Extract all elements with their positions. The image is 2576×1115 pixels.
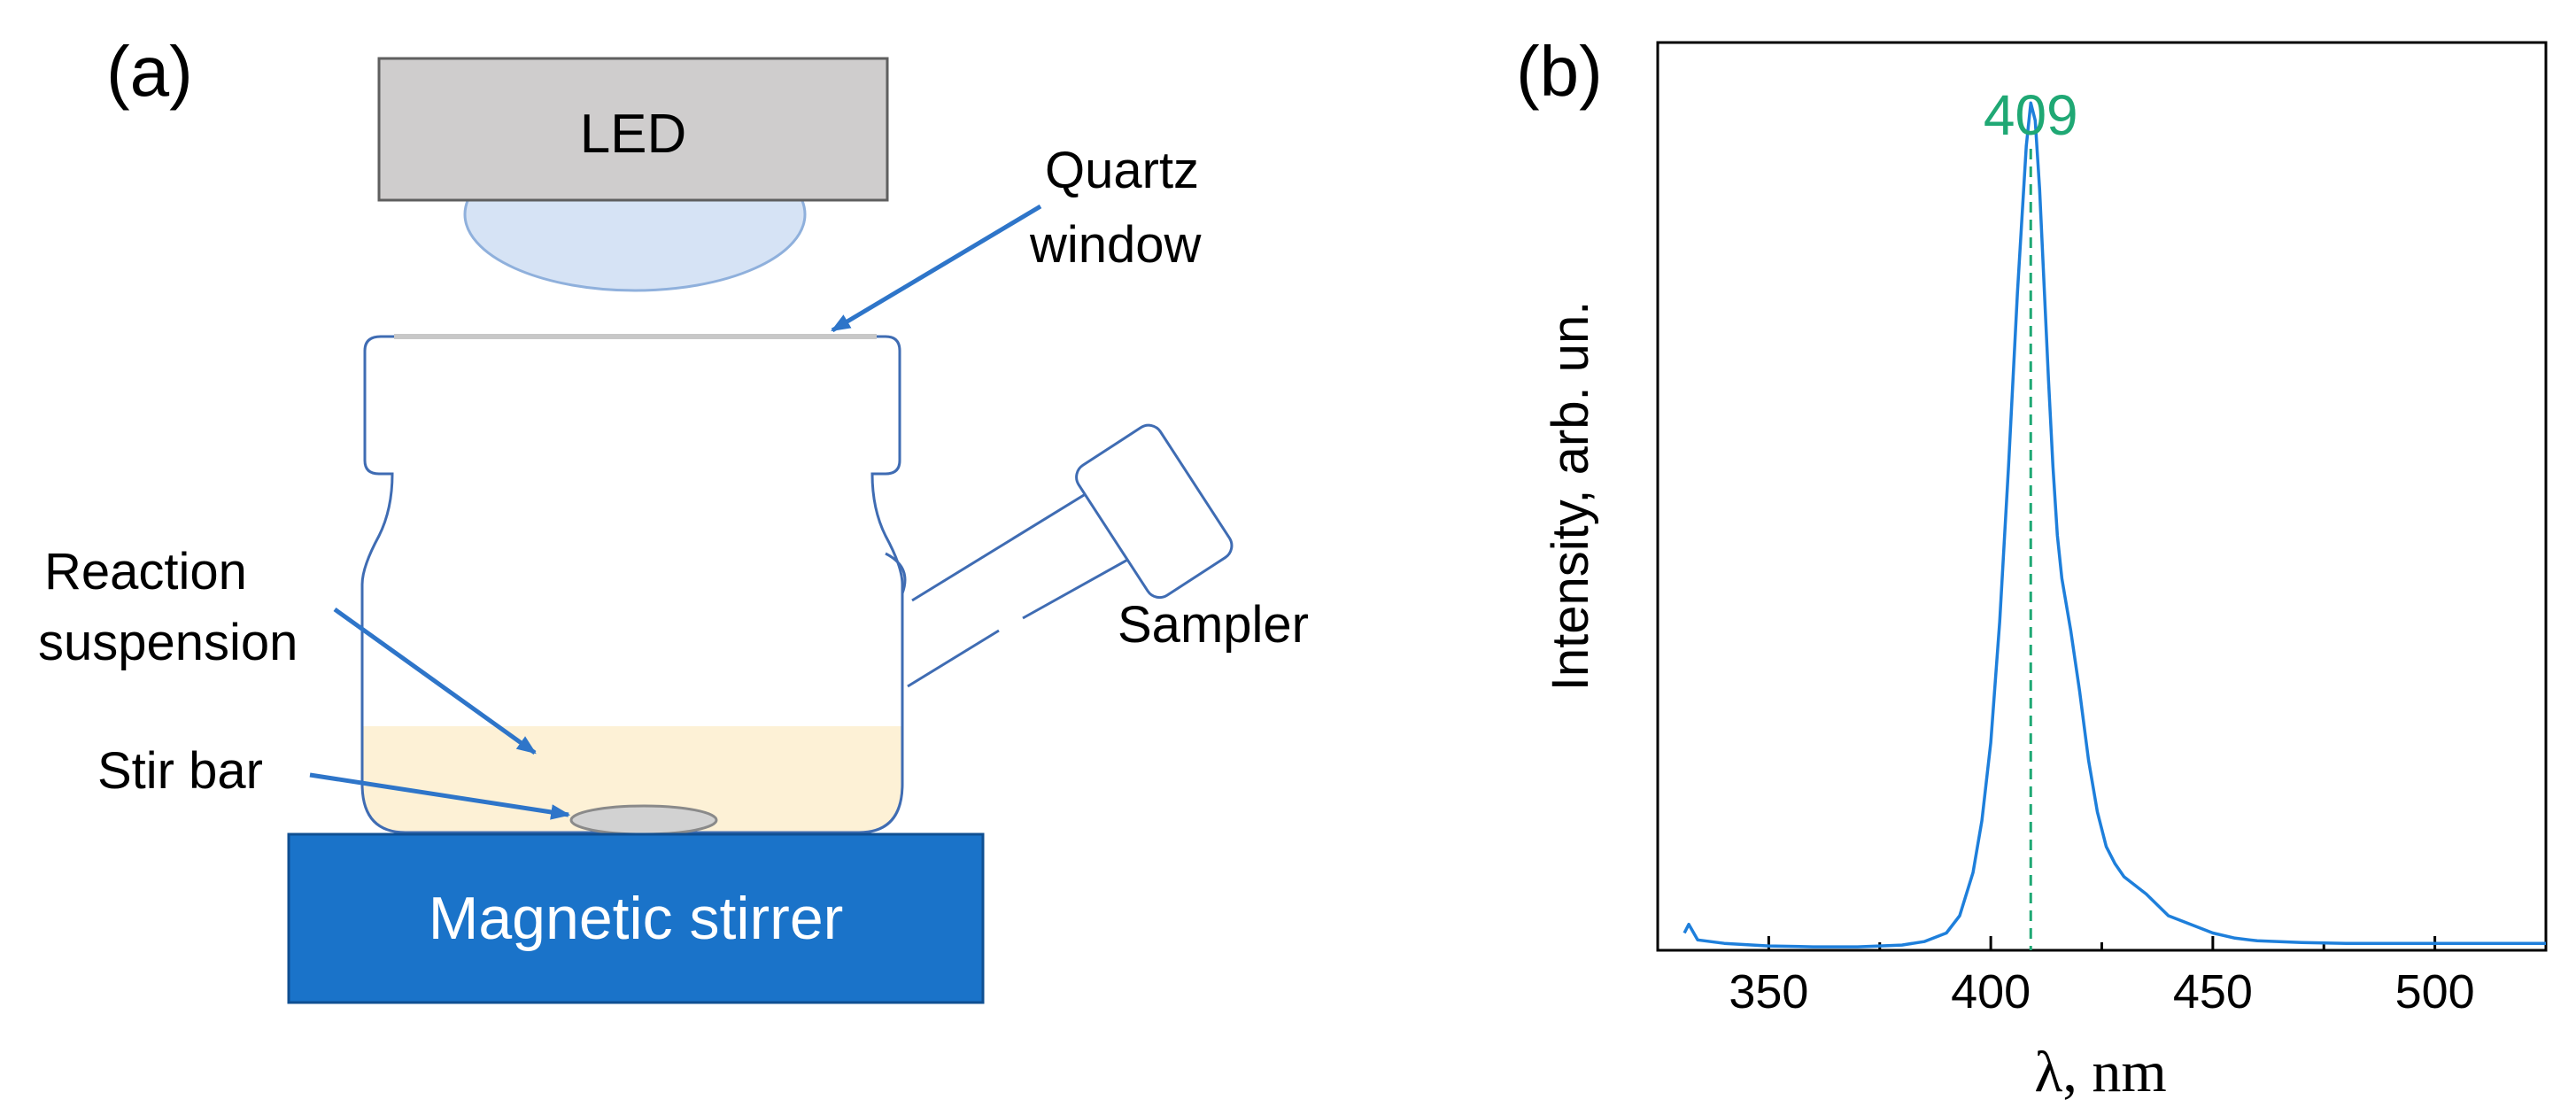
peak-label: 409 bbox=[1984, 83, 2078, 147]
spectrum-series-line bbox=[1683, 101, 2546, 949]
panel-a: (a) LED Magnetic stirrer Quartz window R… bbox=[38, 32, 1309, 1004]
reaction-suspension-label-line1: Reaction bbox=[44, 543, 247, 600]
quartz-window-label-line1: Quartz bbox=[1045, 142, 1199, 199]
panel-b-label: (b) bbox=[1516, 32, 1603, 111]
reaction-suspension-arrow bbox=[333, 607, 537, 755]
x-axis-label: λ, nm bbox=[2034, 1040, 2166, 1104]
x-tick-label: 450 bbox=[2173, 965, 2253, 1018]
sampler-label: Sampler bbox=[1118, 596, 1309, 654]
sampler-cap bbox=[1075, 423, 1234, 600]
panel-b: (b) 350 400 450 500 409 λ, nm Intensity, ar… bbox=[1516, 32, 2548, 1104]
x-tick-label: 350 bbox=[1729, 965, 1808, 1018]
led-label: LED bbox=[580, 104, 687, 165]
quartz-window-arrow bbox=[831, 204, 1042, 333]
reaction-suspension-label-line2: suspension bbox=[38, 614, 298, 671]
x-tick-label: 500 bbox=[2395, 965, 2475, 1018]
x-axis-ticks: 350 400 450 500 bbox=[1729, 936, 2548, 1018]
flask-outline bbox=[360, 335, 904, 834]
y-axis-label: Intensity, arb. un. bbox=[1542, 301, 1599, 692]
stir-bar-label: Stir bar bbox=[97, 742, 263, 800]
magnetic-stirrer-label: Magnetic stirrer bbox=[429, 885, 844, 952]
x-tick-label: 400 bbox=[1951, 965, 2031, 1018]
stir-bar-arrow bbox=[309, 772, 571, 820]
sampler bbox=[885, 423, 1234, 688]
quartz-window-label-line2: window bbox=[1029, 216, 1203, 274]
led-box bbox=[377, 57, 889, 202]
panel-a-label: (a) bbox=[106, 32, 193, 111]
plot-frame bbox=[1656, 41, 2548, 952]
stir-bar bbox=[569, 804, 718, 836]
magnetic-stirrer bbox=[287, 832, 985, 1004]
